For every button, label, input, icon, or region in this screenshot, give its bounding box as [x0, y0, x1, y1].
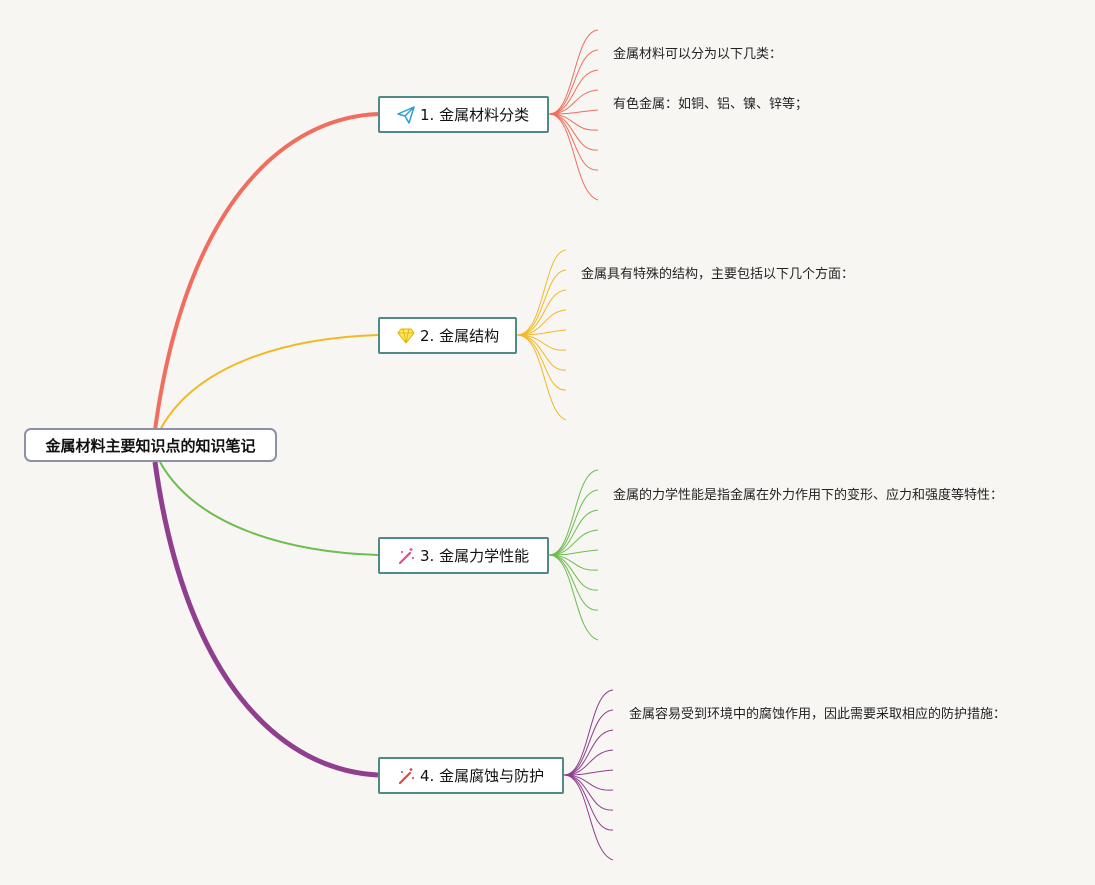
leaf-fan-3 — [548, 469, 599, 641]
topic-label: 2. 金属结构 — [420, 327, 500, 345]
leaf-fan-2 — [516, 249, 567, 421]
leaf-text[interactable]: 金属材料可以分为以下几类： — [613, 47, 783, 62]
connector-root-topic-1 — [153, 112, 379, 431]
magic-wand-icon — [396, 766, 416, 786]
root-topic-label: 金属材料主要知识点的知识笔记 — [45, 436, 256, 455]
topic-label: 3. 金属力学性能 — [420, 547, 530, 565]
connector-root-topic-3 — [159, 461, 379, 556]
topic-label: 4. 金属腐蚀与防护 — [420, 767, 545, 785]
paper-plane-icon — [396, 105, 416, 125]
leaf-text[interactable]: 金属容易受到环境中的腐蚀作用，因此需要采取相应的防护措施： — [629, 707, 1007, 722]
magic-wand-icon — [396, 546, 416, 566]
connector-root-topic-2 — [159, 334, 379, 431]
topic-mechanical-properties[interactable]: 3. 金属力学性能 — [378, 537, 549, 574]
leaf-text[interactable]: 有色金属：如铜、铝、镍、锌等； — [613, 97, 809, 112]
leaf-fan-1 — [548, 29, 599, 201]
topic-metal-structure[interactable]: 2. 金属结构 — [378, 317, 517, 354]
topic-metal-classification[interactable]: 1. 金属材料分类 — [378, 96, 549, 133]
root-topic[interactable]: 金属材料主要知识点的知识笔记 — [24, 428, 277, 462]
connector-root-topic-4 — [152, 461, 379, 778]
leaf-fan-4 — [563, 689, 614, 861]
diamond-icon — [396, 326, 416, 346]
topic-label: 1. 金属材料分类 — [420, 106, 530, 124]
leaf-text[interactable]: 金属具有特殊的结构，主要包括以下几个方面： — [581, 267, 855, 282]
leaf-text[interactable]: 金属的力学性能是指金属在外力作用下的变形、应力和强度等特性： — [613, 488, 1004, 503]
topic-corrosion-protection[interactable]: 4. 金属腐蚀与防护 — [378, 757, 564, 794]
